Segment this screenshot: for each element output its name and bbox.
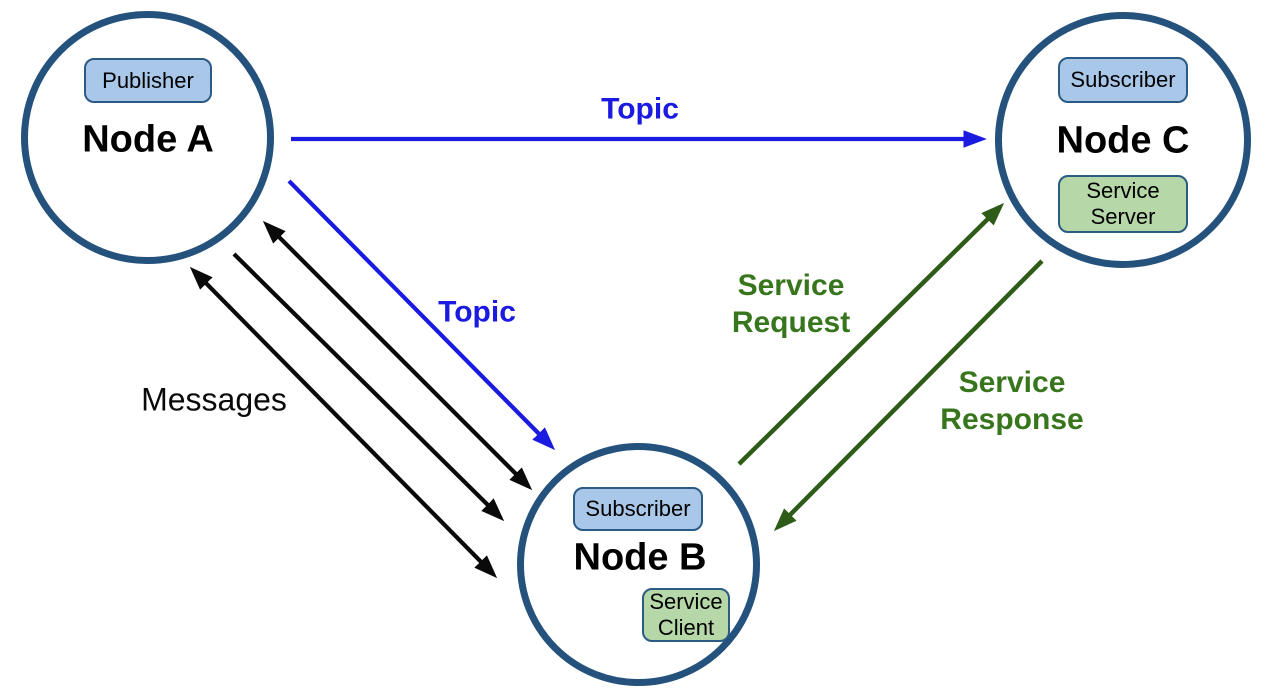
messages-label: Messages [141,381,287,418]
node-a-circle [21,11,274,264]
node-c-label: Node C [1056,119,1190,162]
node-b-subscriber-badge: Subscriber [573,487,703,531]
service-request-arrow [737,202,1005,466]
node-b-service-client-badge: Service Client [642,588,730,642]
service-response-label: Service Response [940,366,1084,436]
service-request-label: Service Request [731,269,851,339]
topic-label-diagonal: Topic [438,295,516,329]
node-b-label: Node B [573,536,707,579]
node-a-label: Node A [82,118,214,161]
node-c-subscriber-badge: Subscriber [1058,57,1188,103]
topic-label-top: Topic [601,92,679,126]
service-response-arrow [773,259,1044,532]
messages-arrow-3 [189,266,498,579]
messages-arrow-1 [262,220,533,491]
node-c-service-server-badge: Service Server [1058,175,1188,233]
node-b-circle [517,443,760,686]
node-a-publisher-badge: Publisher [84,58,212,103]
